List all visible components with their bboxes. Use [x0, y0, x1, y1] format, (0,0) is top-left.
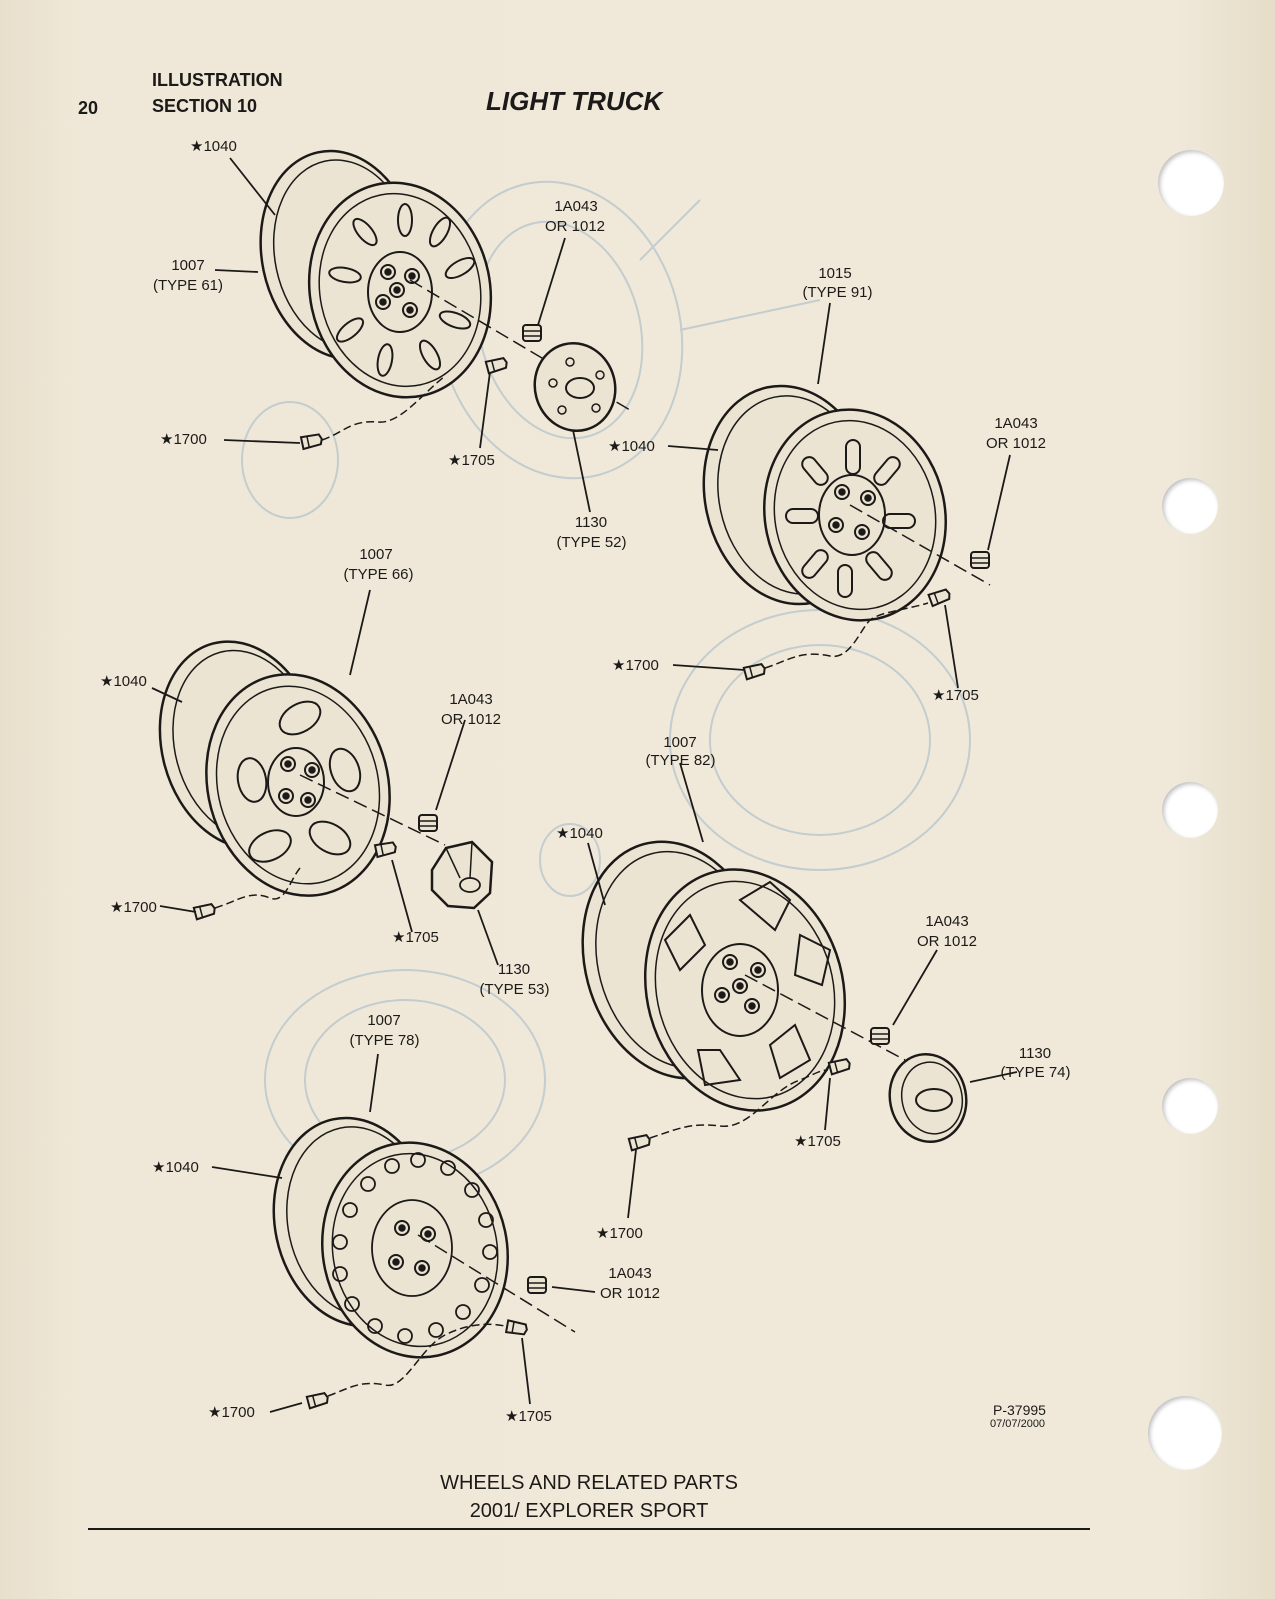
callout-or-1012: OR 1012	[985, 435, 1047, 452]
binder-hole	[1162, 478, 1218, 534]
callout-or-1012: OR 1012	[440, 711, 502, 728]
callout-1700: ★1700	[160, 431, 207, 448]
callout-1705: ★1705	[392, 929, 439, 946]
callout-1007-type: (TYPE 61)	[152, 277, 224, 294]
callout-1700: ★1700	[596, 1225, 643, 1242]
callout-1007-type: (TYPE 78)	[349, 1032, 420, 1049]
callout-1040: ★1040	[556, 825, 603, 842]
page-number: 20	[78, 98, 99, 118]
callout-1700: ★1700	[110, 899, 157, 916]
callout-1007: 1007	[359, 546, 393, 563]
callout-1130-type: (TYPE 52)	[556, 534, 627, 551]
callout-1130-type: (TYPE 53)	[479, 981, 550, 998]
callout-1700: ★1700	[612, 657, 659, 674]
callout-1a043: 1A043	[449, 691, 493, 708]
callout-1705: ★1705	[932, 687, 979, 704]
center-cap-type-53	[430, 840, 494, 910]
section-label-line2: SECTION 10	[152, 96, 258, 116]
binder-hole	[1162, 1078, 1218, 1134]
binder-hole	[1158, 150, 1224, 216]
callout-1007: 1007	[663, 734, 697, 751]
callout-1040: ★1040	[190, 138, 237, 155]
lug-nut	[870, 1027, 890, 1045]
lug-nut	[970, 551, 990, 569]
lug-nut	[418, 814, 438, 832]
callout-1a043: 1A043	[994, 415, 1038, 432]
callout-1130: 1130	[1018, 1045, 1052, 1062]
footer-caption-line1: WHEELS AND RELATED PARTS	[440, 1472, 738, 1494]
callout-1040: ★1040	[608, 438, 655, 455]
center-cap-type-52	[533, 342, 617, 432]
callout-1130: 1130	[574, 514, 608, 531]
callout-1007-type: (TYPE 66)	[343, 566, 414, 583]
callout-1007: 1007	[367, 1012, 401, 1029]
lug-nut	[522, 324, 542, 342]
footer-rule	[88, 1528, 1090, 1530]
callout-1705: ★1705	[448, 452, 495, 469]
callout-1705: ★1705	[505, 1408, 552, 1425]
callout-1015-type: (TYPE 91)	[802, 284, 873, 301]
callout-1705: ★1705	[794, 1133, 841, 1150]
wheel-type-66	[158, 640, 391, 897]
callout-1130-type: (TYPE 74)	[1000, 1064, 1071, 1081]
page-title: LIGHT TRUCK	[486, 86, 663, 116]
wheel-type-78	[272, 1116, 509, 1359]
callout-1a043: 1A043	[925, 913, 969, 930]
wheel-type-91	[702, 384, 947, 622]
figure-reference-date: 07/07/2000	[990, 1418, 1046, 1430]
figure-reference-number: P-37995	[993, 1402, 1046, 1418]
callout-1040: ★1040	[152, 1159, 199, 1176]
footer-caption-line2: 2001/ EXPLORER SPORT	[469, 1500, 709, 1522]
section-label-line1: ILLUSTRATION	[152, 70, 283, 90]
callout-1a043: 1A043	[554, 198, 598, 215]
callout-1007-type: (TYPE 82)	[645, 752, 716, 769]
callout-1a043: 1A043	[608, 1265, 652, 1282]
wheel-type-61	[259, 149, 493, 399]
wheel-type-82	[581, 840, 847, 1112]
callout-1040: ★1040	[100, 673, 147, 690]
callout-or-1012: OR 1012	[599, 1285, 661, 1302]
callout-1130: 1130	[497, 961, 531, 978]
callout-or-1012: OR 1012	[544, 218, 606, 235]
center-cap-type-74	[888, 1052, 968, 1144]
callout-1015: 1015	[818, 265, 852, 282]
callout-1700: ★1700	[208, 1404, 255, 1421]
lug-nut	[527, 1276, 547, 1294]
callout-or-1012: OR 1012	[916, 933, 978, 950]
binder-hole	[1162, 782, 1218, 838]
binder-hole	[1148, 1396, 1222, 1470]
callout-1007: 1007	[171, 257, 205, 274]
